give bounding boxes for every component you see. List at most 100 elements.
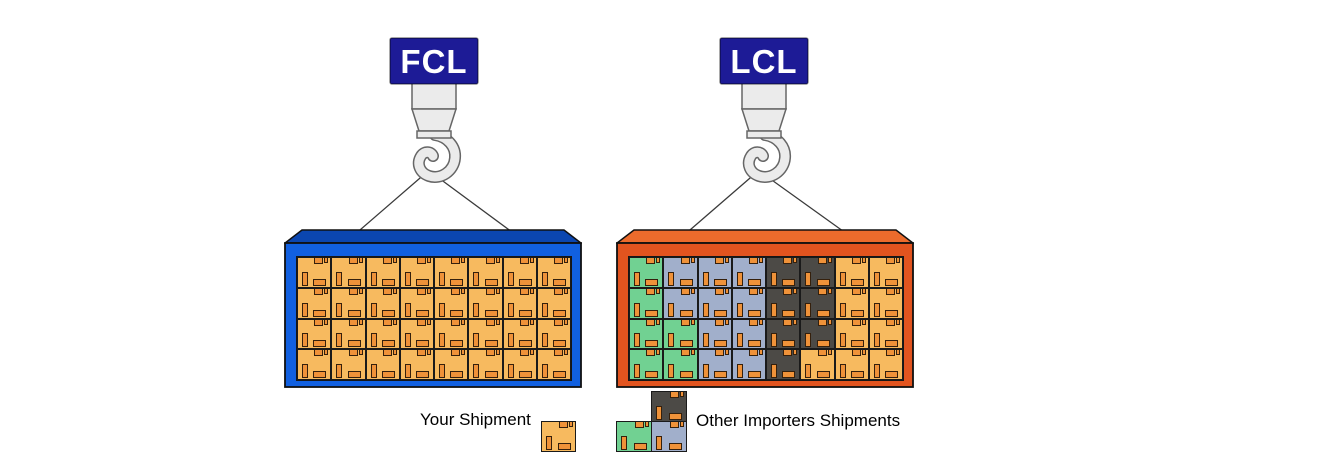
cargo-box-slate [731,318,766,350]
box-flap-wide [680,288,690,295]
cargo-box-dark [651,391,687,422]
cargo-box-slate [731,349,766,380]
box-label-horizontal [553,371,566,378]
box-flap-narrow [724,350,729,356]
cargo-box-dark [766,257,801,288]
box-flap-narrow [645,422,649,427]
box-label-horizontal [713,309,727,317]
fcl-hook-icon [414,130,460,182]
box-label-horizontal [885,278,898,286]
box-flap-wide [783,257,793,264]
cargo-box-orange [541,421,576,452]
cargo-box-dark [766,287,801,319]
cargo-box-slate [697,257,732,288]
box-label-vertical [507,302,514,317]
box-flap-narrow [461,319,466,325]
cargo-box-orange [468,257,503,288]
box-flap-wide [851,350,861,357]
cargo-box-orange [868,318,903,350]
box-flap-wide [314,288,324,295]
box-label-vertical [404,302,411,317]
box-flap-narrow [759,288,763,294]
cargo-box-orange [331,287,366,319]
box-label-vertical [736,271,743,286]
cargo-box-orange [399,287,434,319]
box-label-vertical [656,436,662,450]
box-label-horizontal [518,309,532,317]
box-label-horizontal [816,371,830,378]
box-flap-narrow [569,422,573,427]
box-label-vertical [668,333,675,348]
box-label-vertical [702,302,709,317]
box-label-horizontal [558,443,571,450]
box-flap-wide [646,319,656,326]
fcl-cargo-grid [296,256,572,381]
box-flap-wide [519,288,529,295]
box-flap-wide [670,392,679,398]
cargo-box-green [629,287,664,319]
box-label-horizontal [553,309,566,317]
box-flap-narrow [793,288,798,294]
box-flap-wide [646,257,656,264]
box-flap-narrow [656,257,661,263]
box-flap-wide [670,422,679,428]
cargo-box-orange [834,318,869,350]
box-label-horizontal [816,278,830,286]
box-flap-narrow [896,257,900,263]
box-flap-wide [680,350,690,357]
box-flap-narrow [324,350,329,356]
box-label-horizontal [518,371,532,378]
box-label-horizontal [484,340,498,348]
legend-your-shipment-box [541,421,576,452]
box-flap-wide [554,350,563,357]
box-flap-wide [451,319,461,326]
box-label-vertical [302,302,308,317]
box-label-vertical [771,364,777,378]
cargo-box-orange [399,257,434,288]
box-label-horizontal [679,278,693,286]
box-label-horizontal [885,371,898,378]
box-label-vertical [439,302,445,317]
cargo-box-green [663,349,698,380]
box-flap-narrow [529,319,534,325]
box-label-vertical [370,271,377,286]
cargo-box-orange [365,287,400,319]
box-flap-narrow [861,350,866,356]
box-label-vertical [873,302,880,317]
cargo-box-orange [468,287,503,319]
lcl-container-top-face [616,229,914,244]
box-label-vertical [702,271,709,286]
box-label-vertical [805,302,812,317]
box-label-vertical [473,333,480,348]
box-label-horizontal [634,443,647,450]
box-flap-narrow [759,257,763,263]
box-flap-narrow [827,257,832,263]
box-label-horizontal [381,278,395,286]
lcl-hook-collar [746,130,782,139]
box-label-horizontal [416,371,429,378]
box-label-vertical [507,364,514,378]
box-label-horizontal [645,309,659,317]
box-label-horizontal [850,371,864,378]
box-flap-narrow [680,422,684,427]
box-flap-wide [714,319,724,326]
box-label-vertical [439,333,445,348]
box-label-horizontal [713,371,727,378]
box-label-vertical [634,333,640,348]
box-flap-narrow [896,319,900,325]
box-label-vertical [668,271,675,286]
cargo-box-orange [502,287,537,319]
cargo-box-green [629,318,664,350]
box-flap-narrow [827,288,832,294]
box-flap-narrow [793,350,798,356]
box-flap-narrow [427,319,431,325]
box-label-vertical [439,271,445,286]
box-label-horizontal [850,309,864,317]
box-flap-wide [886,257,895,264]
lcl-label [719,37,809,85]
box-flap-wide [382,257,392,264]
cargo-box-orange [331,349,366,380]
box-label-vertical [336,302,343,317]
box-flap-narrow [564,257,568,263]
box-flap-wide [817,319,827,326]
